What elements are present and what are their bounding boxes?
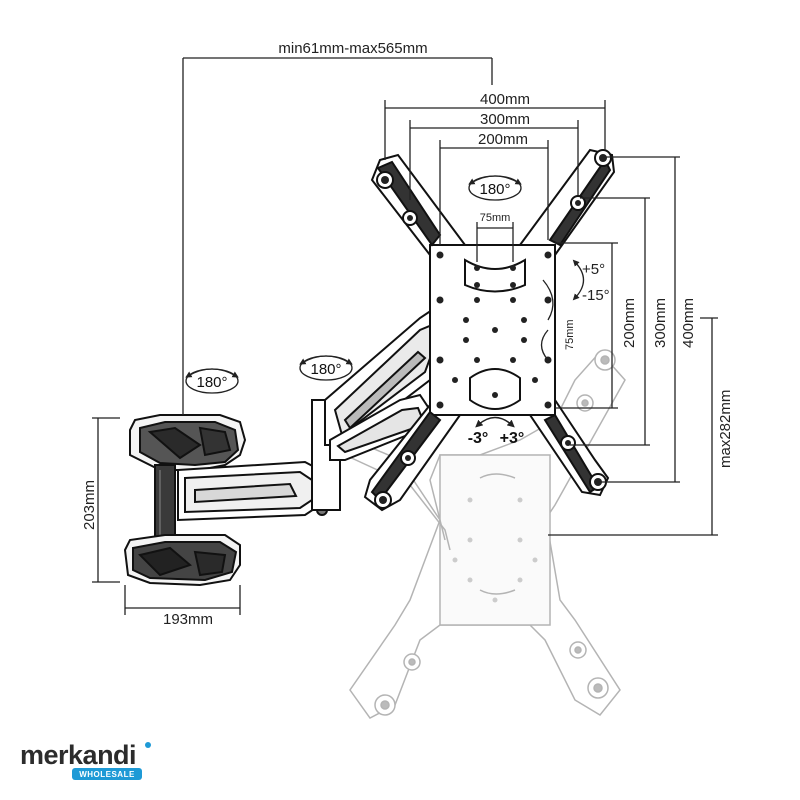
tilt-up-label: +5° — [582, 261, 605, 278]
tilt-down-label: -15° — [582, 287, 610, 304]
extension-label: min61mm-max565mm — [278, 40, 427, 57]
logo-dot-icon — [145, 742, 151, 748]
vesa-75-vertical-label: 75mm — [564, 319, 576, 350]
vesa-plate — [363, 148, 616, 512]
logo-tagline: WHOLESALE — [79, 770, 135, 779]
vertical-300-label: 300mm — [652, 298, 669, 348]
vertical-400-label: 400mm — [680, 298, 697, 348]
wall-swivel-label: 180° — [196, 374, 227, 391]
dimension-lines — [92, 57, 718, 615]
level-right-label: +3° — [500, 430, 525, 447]
logo-tagline-badge — [72, 768, 142, 780]
wall-bracket — [123, 414, 247, 587]
vesa-400-label: 400mm — [480, 91, 530, 108]
lower-arm — [177, 460, 328, 522]
bracket-width-label: 193mm — [163, 611, 213, 628]
plate-rotation-badge: 180° — [468, 175, 522, 201]
level-left-label: -3° — [468, 430, 489, 447]
vesa-plate-holes — [374, 149, 612, 509]
arm-swivel-badge: 180° — [299, 355, 353, 381]
max-282-label: max282mm — [717, 390, 734, 468]
tilt-arc — [572, 259, 585, 301]
bracket-height-label: 203mm — [81, 480, 98, 530]
vesa-75-horizontal-label: 75mm — [480, 212, 511, 224]
vertical-200-label: 200mm — [621, 298, 638, 348]
logo-wordmark: merkandi — [20, 740, 136, 770]
plate-rotation-label: 180° — [479, 181, 510, 198]
merkandi-logo: merkandi WHOLESALE — [20, 740, 151, 780]
wall-swivel-badge: 180° — [185, 368, 239, 394]
level-adjust-arc — [475, 416, 515, 428]
vesa-200-label: 200mm — [478, 131, 528, 148]
vesa-300-label: 300mm — [480, 111, 530, 128]
arm-swivel-label: 180° — [310, 361, 341, 378]
